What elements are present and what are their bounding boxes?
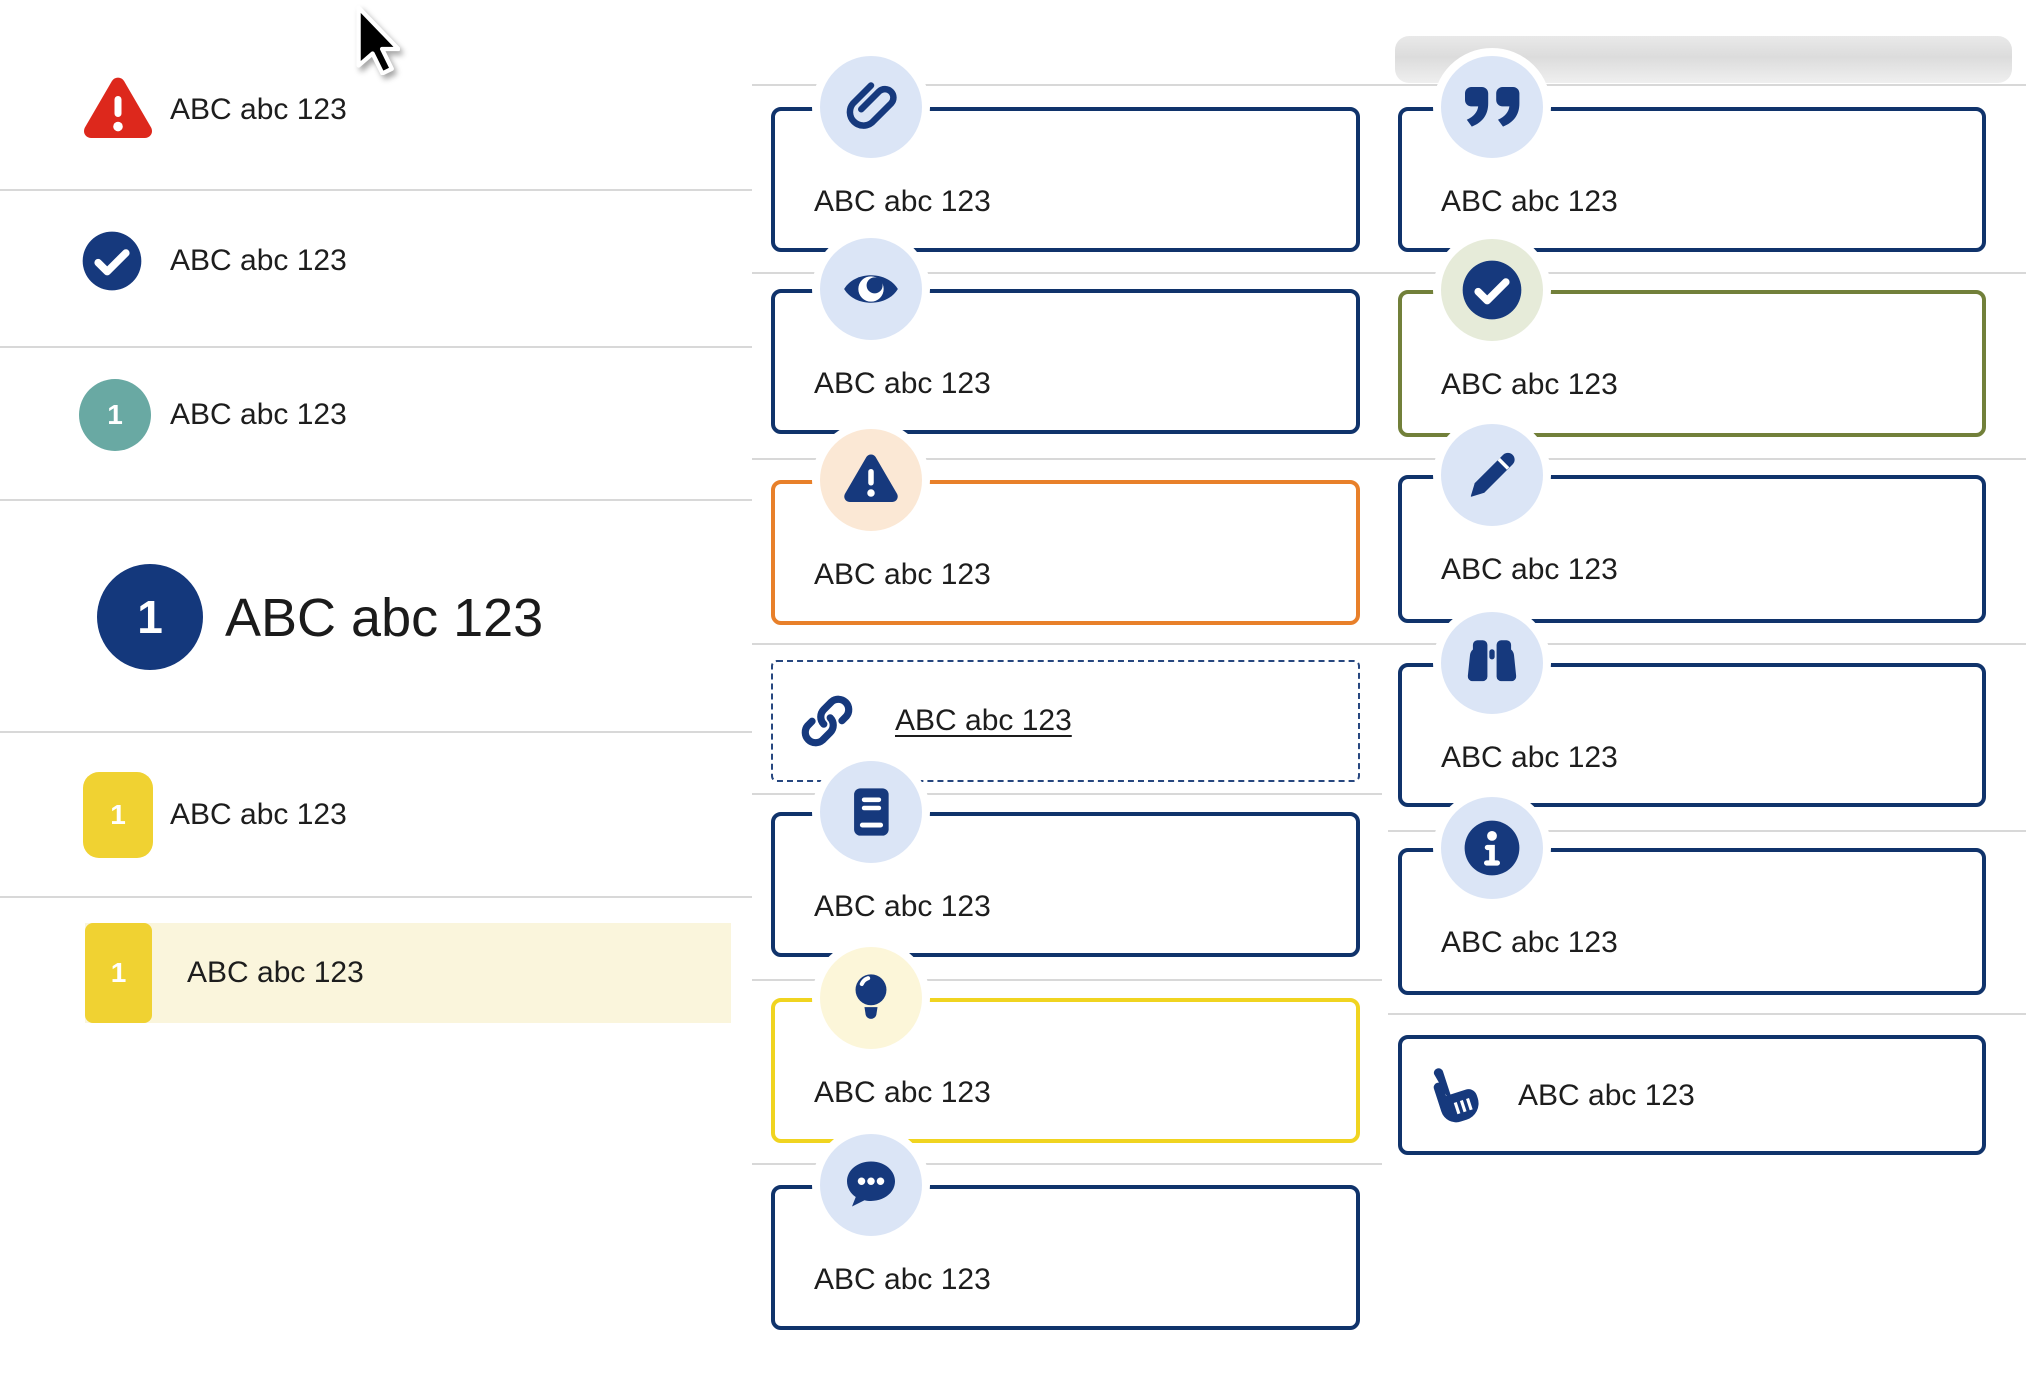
alert-triangle-icon: [812, 421, 930, 539]
divider: [0, 189, 752, 191]
divider: [0, 896, 752, 898]
list-item-label: ABC abc 123: [170, 798, 347, 831]
callout-label: ABC abc 123: [814, 185, 991, 218]
book-icon: [812, 753, 930, 871]
divider: [752, 1163, 1382, 1165]
chat-icon: [812, 1126, 930, 1244]
check-circle-icon: [80, 229, 144, 293]
divider: [752, 458, 2026, 460]
eye-icon: [812, 230, 930, 348]
divider: [1388, 1013, 2026, 1015]
callout-link[interactable]: ABC abc 123: [895, 704, 1072, 737]
callout-label: ABC abc 123: [814, 558, 991, 591]
check-circle-icon: [1433, 231, 1551, 349]
divider: [1388, 830, 2026, 832]
callout-label: ABC abc 123: [1441, 368, 1618, 401]
quote-icon: [1433, 48, 1551, 166]
divider: [752, 979, 1382, 981]
callout-card-chat: [771, 1185, 1360, 1330]
callout-label: ABC abc 123: [814, 1076, 991, 1109]
list-item-label: ABC abc 123: [225, 588, 544, 648]
divider: [752, 643, 2026, 645]
divider: [752, 272, 2026, 274]
number-badge-icon: 1: [97, 564, 203, 670]
callout-label: ABC abc 123: [1441, 185, 1618, 218]
row-highlight: [85, 923, 731, 1023]
callout-label: ABC abc 123: [1441, 553, 1618, 586]
divider: [0, 346, 752, 348]
number-badge-icon: 1: [85, 923, 152, 1023]
pencil-icon: [1433, 416, 1551, 534]
callout-label: ABC abc 123: [814, 1263, 991, 1296]
alert-triangle-icon: [79, 75, 157, 145]
callout-card-action: [1398, 1035, 1986, 1155]
callout-label: ABC abc 123: [1518, 1079, 1695, 1112]
callout-label: ABC abc 123: [814, 890, 991, 923]
divider: [0, 731, 752, 733]
callout-label: ABC abc 123: [1441, 926, 1618, 959]
callout-label: ABC abc 123: [814, 367, 991, 400]
binoculars-icon: [1433, 604, 1551, 722]
list-item-label: ABC abc 123: [170, 398, 347, 431]
info-icon: [1433, 789, 1551, 907]
lightbulb-icon: [812, 939, 930, 1057]
paperclip-icon: [812, 48, 930, 166]
mouse-cursor-icon: [356, 5, 401, 80]
hand-pointer-icon: [1418, 1064, 1480, 1126]
list-item-label: ABC abc 123: [170, 244, 347, 277]
number-badge-icon: 1: [83, 772, 153, 858]
divider: [752, 793, 1382, 795]
divider: [0, 499, 752, 501]
list-item-label: ABC abc 123: [187, 956, 364, 989]
list-item-label: ABC abc 123: [170, 93, 347, 126]
number-badge-icon: 1: [79, 379, 151, 451]
callout-label: ABC abc 123: [1441, 741, 1618, 774]
divider: [752, 84, 2026, 86]
link-icon: [795, 689, 859, 753]
